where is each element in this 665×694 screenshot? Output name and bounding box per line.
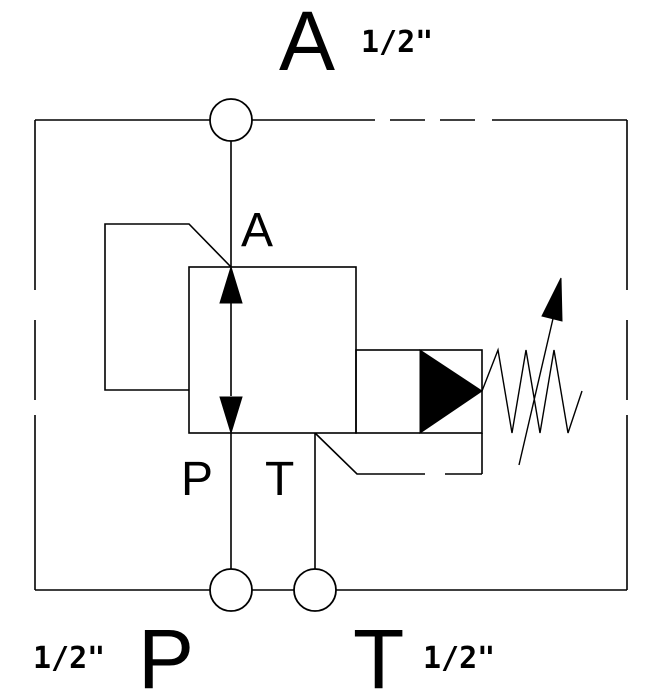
port-a-size: 1/2" bbox=[361, 25, 433, 60]
port-t-size: 1/2" bbox=[423, 641, 495, 676]
valve-label-p: P bbox=[181, 453, 213, 506]
port-p-label: P bbox=[138, 612, 194, 694]
outer-envelope bbox=[34, 119, 628, 591]
spring-icon bbox=[481, 347, 583, 434]
port-p-size: 1/2" bbox=[33, 641, 105, 676]
port-a-label: A bbox=[279, 0, 335, 88]
valve-label-t: T bbox=[265, 453, 294, 506]
chamber-triangle bbox=[419, 349, 483, 434]
flow-arrow bbox=[219, 265, 243, 435]
valve-body bbox=[188, 266, 357, 434]
adjustable-arrow-icon bbox=[518, 277, 563, 466]
drain-line bbox=[314, 432, 483, 475]
port-t-label: T bbox=[353, 612, 404, 694]
port-a-circle bbox=[209, 98, 253, 142]
port-t-circle bbox=[293, 568, 337, 612]
port-p-circle bbox=[209, 568, 253, 612]
valve-label-a: A bbox=[241, 204, 273, 257]
pilot-line bbox=[104, 223, 232, 391]
